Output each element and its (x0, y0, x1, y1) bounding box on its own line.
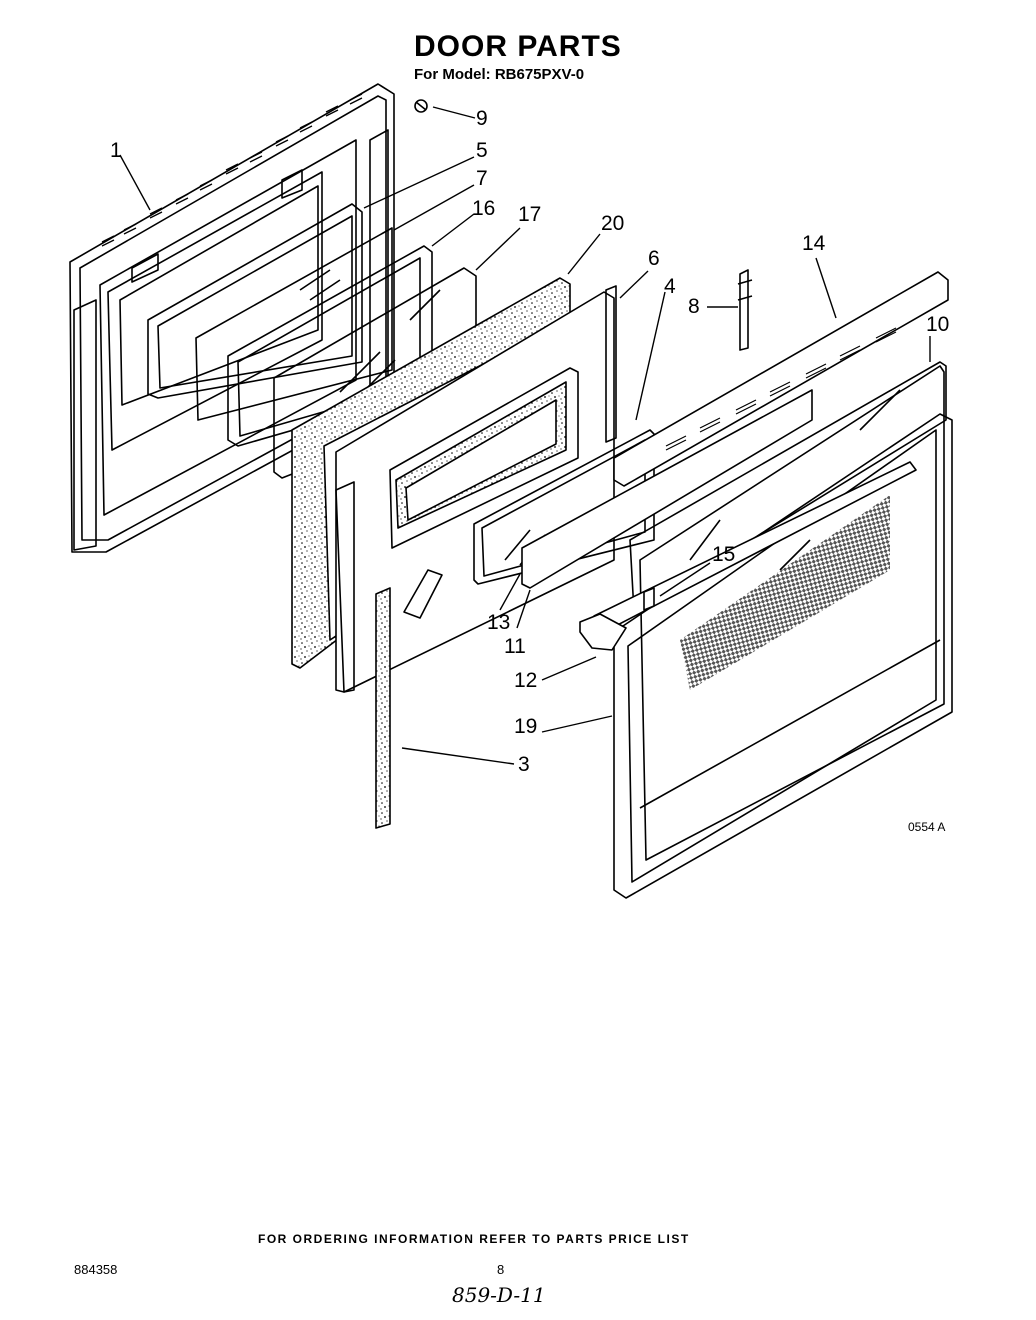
callout-11: 11 (504, 635, 526, 658)
callout-6: 6 (648, 247, 660, 270)
callout-4: 4 (664, 275, 676, 298)
model-subtitle: For Model: RB675PXV-0 (414, 66, 585, 83)
part-8-bracket (737, 269, 753, 351)
callout-7: 7 (476, 167, 488, 190)
ordering-note: FOR ORDERING INFORMATION REFER TO PARTS … (258, 1232, 690, 1246)
callout-17: 17 (518, 203, 542, 226)
callout-8: 8 (688, 295, 700, 318)
part-7-inner-glass (195, 227, 393, 421)
callout-13: 13 (487, 611, 511, 634)
figure-code: 0554 A (908, 820, 946, 834)
part-15-clip (643, 587, 655, 611)
callout-20: 20 (601, 212, 625, 235)
callout-15: 15 (712, 543, 736, 566)
handwritten-note: 859-D-11 (452, 1283, 546, 1307)
document-number: 884358 (74, 1262, 118, 1277)
callout-19: 19 (514, 715, 538, 738)
callout-12: 12 (514, 669, 538, 692)
callout-1: 1 (110, 139, 122, 162)
part-3-side-gasket (375, 587, 391, 829)
page-number: 8 (497, 1262, 505, 1277)
part-4-side-strip (605, 285, 617, 443)
part-6-outer-panel (335, 291, 615, 693)
part-11-trim (521, 389, 813, 589)
callout-3: 3 (518, 753, 530, 776)
callout-10: 10 (926, 313, 950, 336)
part-5-glass-frame (147, 203, 363, 399)
callout-14: 14 (802, 232, 826, 255)
part-12-handle (579, 461, 917, 651)
callout-9: 9 (476, 107, 488, 130)
part-9-screw (414, 99, 428, 113)
callout-5: 5 (476, 139, 488, 162)
callout-16: 16 (472, 197, 496, 220)
leader-lines (119, 106, 931, 765)
page-title: DOOR PARTS (414, 30, 622, 63)
part-14-vent-trim (613, 271, 949, 487)
